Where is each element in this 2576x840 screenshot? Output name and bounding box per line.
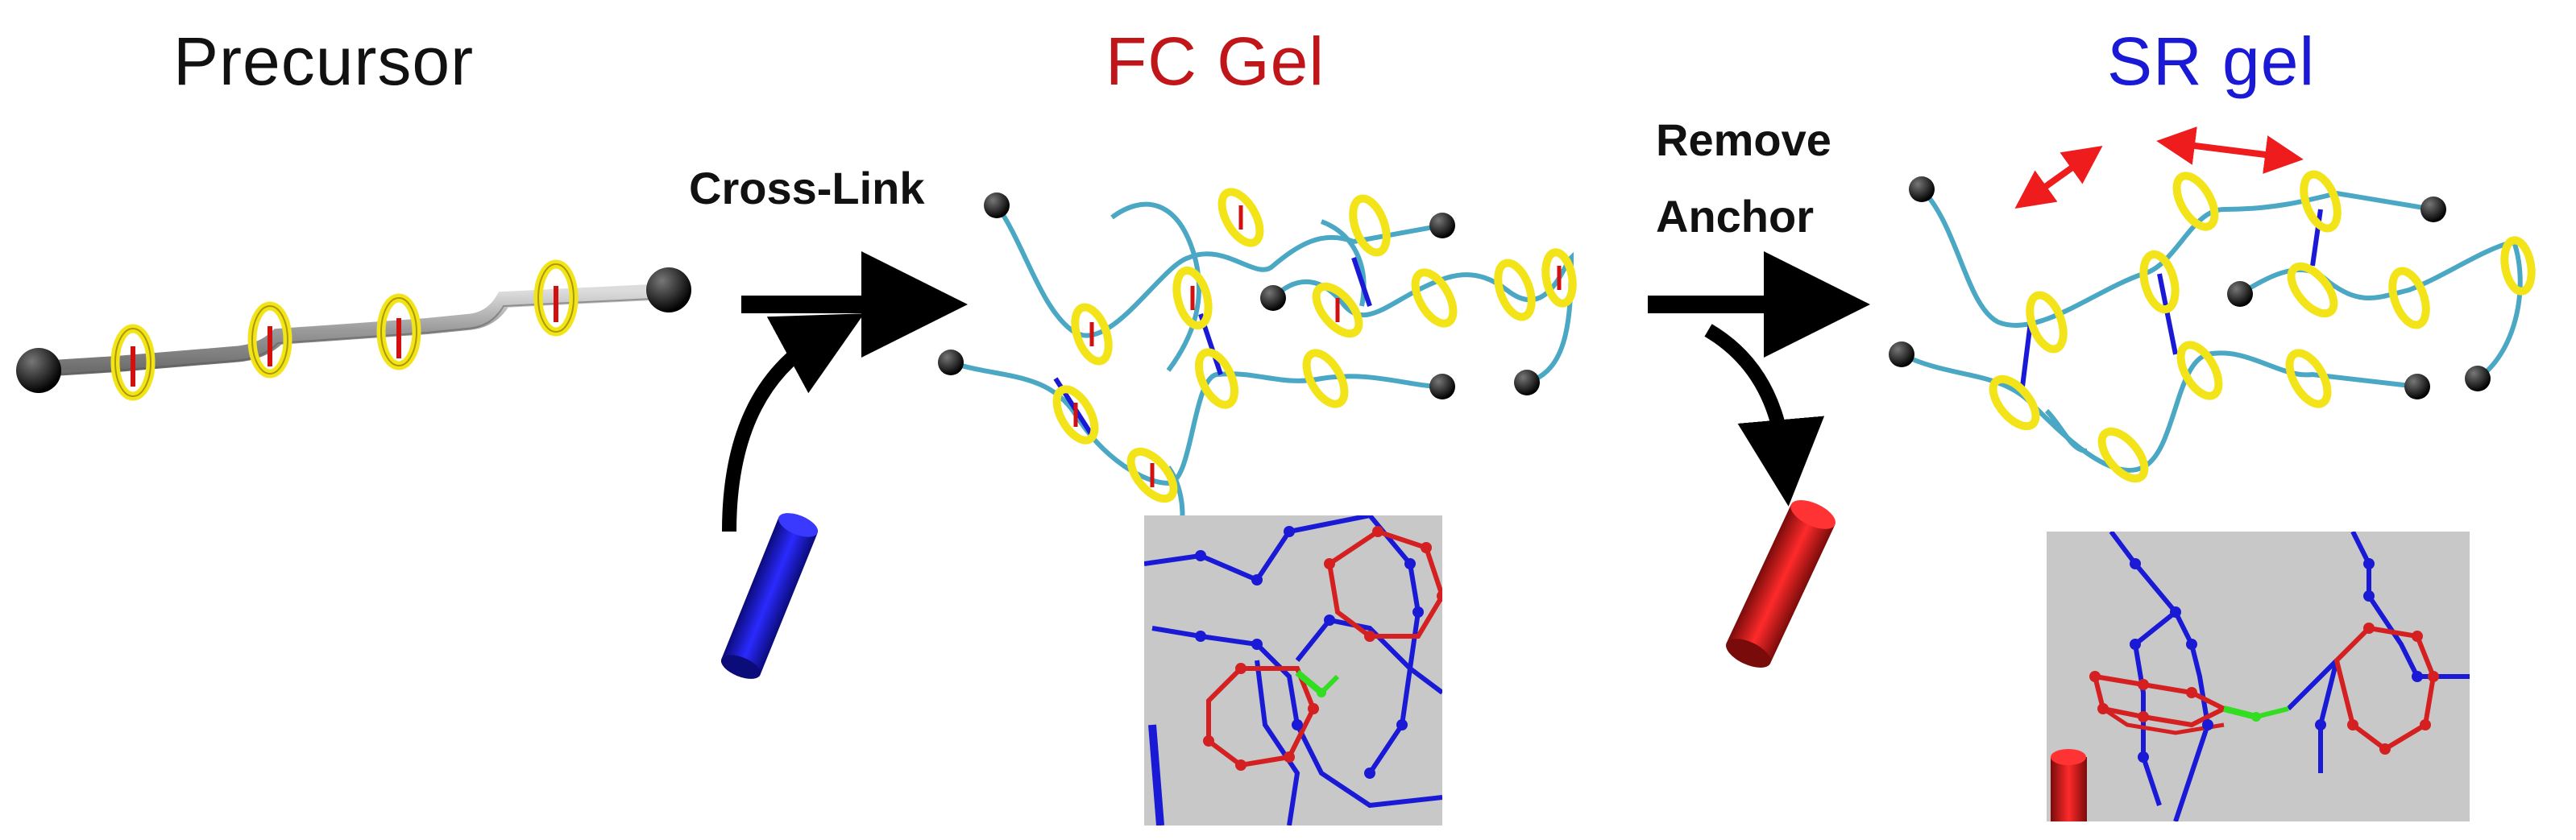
fc-gel-network xyxy=(938,188,1577,566)
cyclodextrin-ring xyxy=(110,324,156,401)
sr-gel-network xyxy=(1889,170,2536,483)
red-double-arrow-icon xyxy=(2014,146,2103,209)
polymer-axle xyxy=(32,283,677,377)
sr-gel-title: SR gel xyxy=(2107,23,2316,99)
precursor-molecule xyxy=(16,259,691,401)
fc-gel-inset xyxy=(1144,515,1442,826)
anchor-label: Anchor xyxy=(1656,191,1814,242)
cyclodextrin-ring xyxy=(376,293,421,370)
cyclodextrin-ring xyxy=(247,301,292,379)
stopper-ball-right xyxy=(646,267,691,312)
fc-gel-title: FC Gel xyxy=(1105,23,1325,99)
cyclodextrin-ring xyxy=(533,259,579,337)
precursor-title: Precursor xyxy=(173,23,475,99)
stopper-ball-left xyxy=(16,348,61,393)
remove-label: Remove xyxy=(1656,114,1831,165)
red-cylinder-icon xyxy=(1726,499,1836,668)
red-double-arrow-icon xyxy=(2156,126,2304,174)
sr-gel-inset xyxy=(2047,532,2470,821)
sliding-arrows xyxy=(2014,126,2304,209)
anchor-removal-curved-arrow xyxy=(1704,324,1825,507)
red-cylinder-fragment xyxy=(2051,749,2087,821)
cross-link-label: Cross-Link xyxy=(689,163,925,213)
crosslinker-curved-arrow xyxy=(722,313,865,532)
blue-cylinder-icon xyxy=(720,513,819,679)
